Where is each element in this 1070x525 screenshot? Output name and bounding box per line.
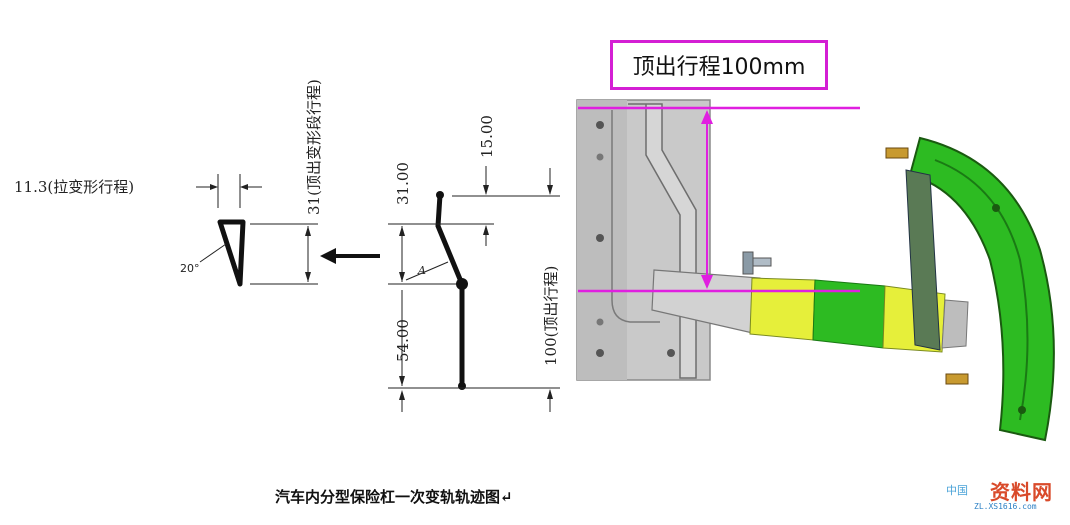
arrowhead bbox=[547, 185, 553, 195]
arrowhead bbox=[483, 185, 489, 195]
bolt-hole bbox=[667, 349, 675, 357]
arrowhead bbox=[305, 272, 311, 282]
track-end-dot bbox=[458, 382, 466, 390]
watermark-sub: ZL.XS1616.com bbox=[974, 502, 1037, 511]
arrowhead bbox=[305, 226, 311, 236]
bumper-inner-wall bbox=[905, 169, 941, 351]
screw-shaft bbox=[752, 257, 772, 267]
angle-label: 20° bbox=[180, 262, 200, 275]
arrowhead bbox=[210, 184, 218, 190]
mould-3d-render bbox=[576, 99, 1055, 442]
watermark-cn: 中国 bbox=[946, 484, 968, 497]
dim-15-label: 15.00 bbox=[478, 115, 496, 158]
bolt-hole bbox=[596, 121, 604, 129]
arrowhead bbox=[399, 226, 405, 236]
ejector-track-sketch: A 31.00 54.00 15.00 100(顶出行程) bbox=[388, 115, 560, 412]
arrowhead bbox=[399, 390, 405, 400]
track-pivot-dot bbox=[456, 278, 468, 290]
track-start-dot bbox=[436, 191, 444, 199]
bumper-fastener bbox=[885, 147, 909, 159]
arrowhead bbox=[240, 184, 248, 190]
stroke-arrowhead-top bbox=[701, 110, 713, 124]
slot-track bbox=[628, 103, 697, 379]
bolt-hole bbox=[596, 153, 604, 161]
pull-deform-sketch: 11.3(拉变形行程) 20° 31(顶出变形段行程) bbox=[14, 79, 380, 287]
ejection-stroke-box: 顶出行程100mm bbox=[610, 40, 828, 90]
direction-arrowhead bbox=[320, 248, 336, 264]
bolt-hole bbox=[596, 318, 604, 326]
angle-leader bbox=[199, 243, 227, 263]
dim-100-label: 100(顶出行程) bbox=[542, 266, 560, 366]
pull-stroke-label: 11.3(拉变形行程) bbox=[14, 178, 134, 196]
bumper-part bbox=[908, 136, 1055, 442]
bolt-hole bbox=[596, 234, 604, 242]
rod-end bbox=[941, 299, 969, 349]
stroke-arrowhead-bottom bbox=[701, 275, 713, 289]
figure-caption: 汽车内分型保险杠一次变轨轨迹图↵ bbox=[275, 488, 513, 506]
deform-stroke-label: 31(顶出变形段行程) bbox=[305, 79, 323, 215]
angle-a-leader bbox=[405, 261, 449, 281]
watermark-main: 资料网 bbox=[990, 480, 1053, 504]
track-path bbox=[435, 192, 465, 389]
sleeve-yellow-1 bbox=[749, 277, 816, 341]
slot-outline bbox=[611, 110, 660, 323]
bolt-hole bbox=[596, 349, 604, 357]
deform-triangle bbox=[217, 219, 246, 287]
dim-31-label: 31.00 bbox=[394, 162, 412, 205]
bumper-ridge bbox=[934, 159, 1029, 421]
dim-54-label: 54.00 bbox=[394, 319, 412, 362]
bumper-fastener bbox=[945, 373, 969, 385]
arrowhead bbox=[399, 376, 405, 386]
angle-a-label: A bbox=[417, 264, 426, 277]
bumper-hole bbox=[992, 204, 1000, 212]
arrowhead bbox=[483, 225, 489, 235]
arrowhead bbox=[547, 389, 553, 399]
arrowhead bbox=[399, 272, 405, 282]
bumper-hole bbox=[1018, 406, 1026, 414]
watermark-logo: 中国 资料网 ZL.XS1616.com bbox=[940, 474, 1065, 518]
screw-head bbox=[742, 251, 754, 275]
